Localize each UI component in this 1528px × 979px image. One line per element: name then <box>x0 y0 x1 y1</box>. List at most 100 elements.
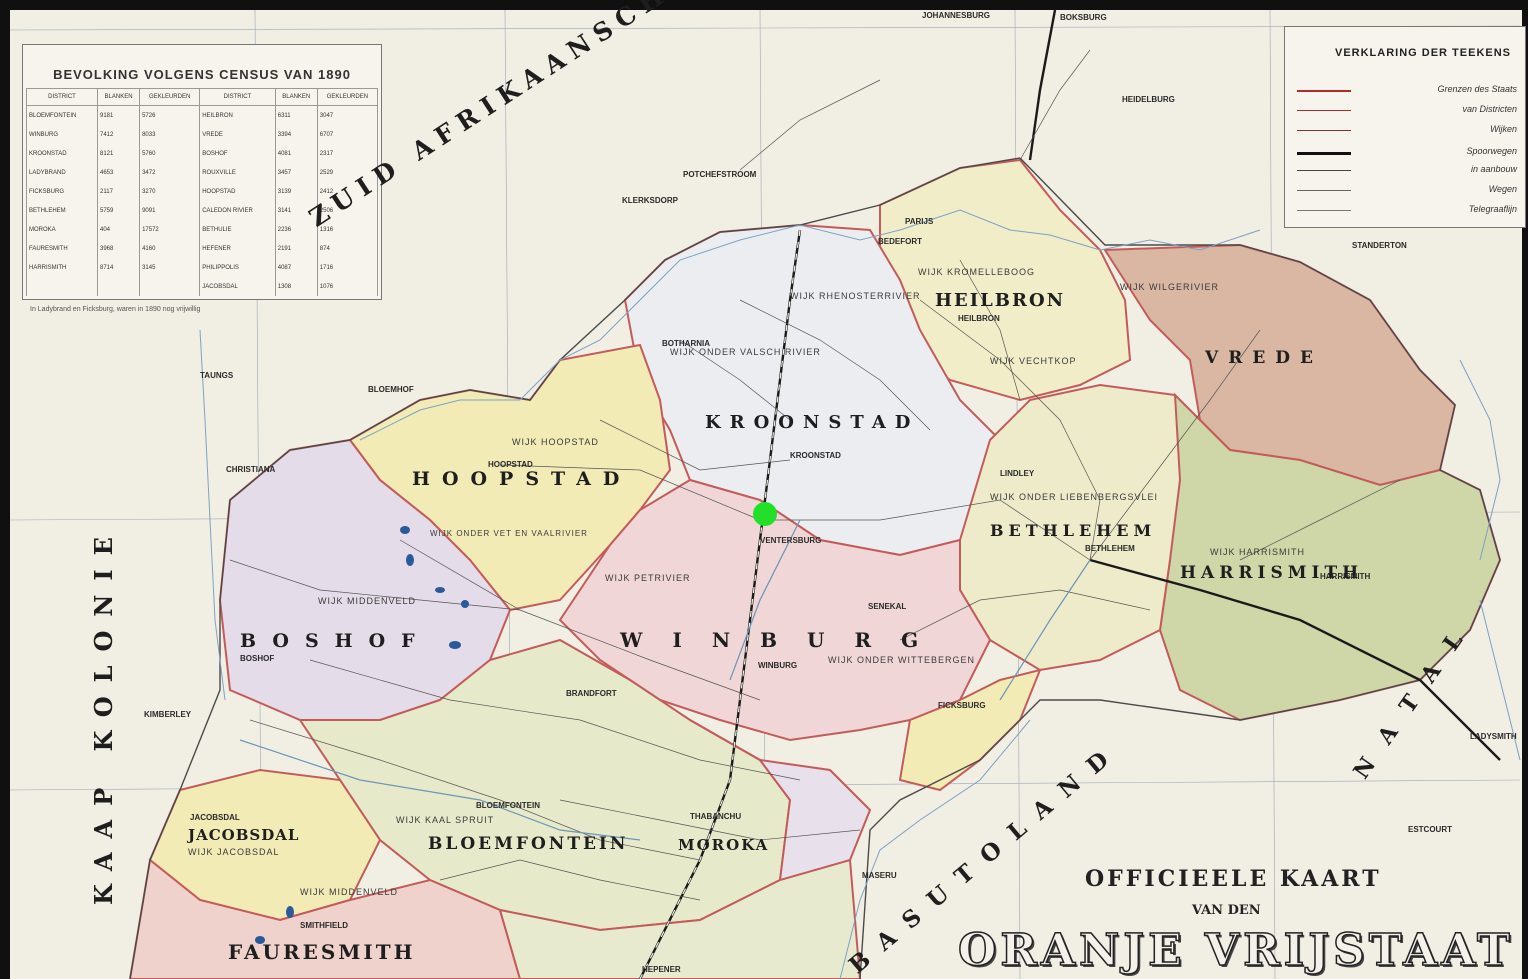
census-title: BEVOLKING VOLGENS CENSUS VAN 1890 <box>53 67 351 82</box>
town-label: FICKSBURG <box>938 701 986 710</box>
district-polygons <box>128 158 1502 979</box>
legend-item: van Districten <box>1297 103 1517 117</box>
legend-label: Wegen <box>1488 184 1517 194</box>
census-value <box>139 277 201 296</box>
district-label-boshof: BOSHOF <box>240 630 431 652</box>
census-value: 6311 <box>274 105 318 125</box>
legend-title: VERKLARING DER TEEKENS <box>1335 47 1512 59</box>
town-label: HARRISMITH <box>1320 572 1371 581</box>
census-value: 3968 <box>96 239 141 258</box>
census-note: In Ladybrand en Ficksburg, waren in 1890… <box>30 306 201 313</box>
census-district: BLOEMFONTEIN <box>26 105 98 125</box>
census-header-row: DISTRICT BLANKEN GEKLEURDEN DISTRICT BLA… <box>26 88 379 106</box>
census-value: 1308 <box>274 277 318 296</box>
census-district: HARRISMITH <box>26 258 98 277</box>
town-label: WINBURG <box>758 661 798 670</box>
census-district: LADYBRAND <box>26 163 98 182</box>
lakes <box>255 526 469 944</box>
wijk-label: WIJK ONDER LIEBENBERGSVLEI <box>990 492 1159 502</box>
town-label: MASERU <box>862 871 897 880</box>
legend-item: Telegraaflijn <box>1297 203 1517 217</box>
railway-ties <box>639 229 801 979</box>
town-label: SENEKAL <box>868 602 907 611</box>
town-label: BETHLEHEM <box>1085 544 1135 553</box>
town-label: HEPENER <box>642 965 681 974</box>
census-value: 8033 <box>139 125 201 144</box>
legend-item: Wegen <box>1297 183 1517 197</box>
census-district: WINBURG <box>26 125 98 144</box>
census-district: PHILIPPOLIS <box>199 258 276 277</box>
wijk-label: WIJK MIDDENVELD <box>300 887 399 897</box>
district-label-bloemfontein: BLOEMFONTEIN <box>428 834 629 854</box>
census-value: 4087 <box>274 258 318 277</box>
census-header: DISTRICT <box>26 88 98 106</box>
legend-swatch <box>1297 190 1351 191</box>
district-label-bethlehem: BETHLEHEM <box>990 521 1157 540</box>
district-label-heilbron: HEILBRON <box>935 290 1066 311</box>
legend-item: Grenzen des Staats <box>1297 83 1517 97</box>
census-value: 3139 <box>274 182 318 201</box>
census-district: BOSHOF <box>199 144 276 163</box>
town-label: BLOEMHOF <box>368 385 414 394</box>
legend-item: Spoorwegen <box>1297 145 1517 159</box>
census-value: 2236 <box>274 220 318 239</box>
location-marker[interactable] <box>753 502 777 526</box>
census-header: BLANKEN <box>274 88 318 106</box>
neighbor-rivers <box>1459 359 1521 761</box>
census-grid: DISTRICT BLANKEN GEKLEURDEN DISTRICT BLA… <box>26 88 379 296</box>
census-value: 5760 <box>139 144 201 163</box>
town-label: ESTCOURT <box>1408 825 1452 834</box>
census-district: VREDE <box>199 125 276 144</box>
town-label: JOHANNESBURG <box>922 11 991 20</box>
census-value: 2506 <box>316 201 379 220</box>
census-value: 9181 <box>96 105 141 125</box>
census-district: BETHLEHEM <box>26 201 98 220</box>
district-label-kroonstad: KROONSTAD <box>705 412 920 433</box>
census-table: BEVOLKING VOLGENS CENSUS VAN 1890 DISTRI… <box>22 44 382 300</box>
census-district: BETHULIE <box>199 220 276 239</box>
census-value: 9091 <box>139 201 201 220</box>
town-label: PARIJS <box>905 217 934 226</box>
wijk-label: WIJK HOOPSTAD <box>512 437 599 447</box>
census-district: HOOPSTAD <box>199 182 276 201</box>
district-label-moroka: MOROKA <box>678 836 770 854</box>
town-label: VENTERSBURG <box>760 536 822 545</box>
town-label: BRANDFORT <box>566 689 617 698</box>
map-title-line1: OFFICIEELE KAART <box>1085 866 1382 892</box>
district-label-winburg: WINBURG <box>620 628 949 652</box>
telegraph-lines <box>239 519 1091 841</box>
census-value: 17572 <box>139 220 201 239</box>
census-value <box>96 277 141 296</box>
town-label: BOSHOF <box>240 654 275 663</box>
district-boshof <box>218 438 512 721</box>
census-value: 4081 <box>274 144 318 163</box>
census-value: 874 <box>316 239 379 258</box>
town-label: BLOEMFONTEIN <box>476 801 540 810</box>
legend-swatch <box>1297 90 1351 92</box>
legend-box: VERKLARING DER TEEKENS Grenzen des Staat… <box>1284 26 1526 228</box>
census-value: 3047 <box>316 105 379 125</box>
census-value: 3457 <box>274 163 318 182</box>
census-value: 3472 <box>139 163 201 182</box>
census-value: 2191 <box>274 239 318 258</box>
town-label: SMITHFIELD <box>300 921 348 930</box>
roads <box>229 49 1401 901</box>
town-label: KIMBERLEY <box>144 710 192 719</box>
label-kaap-text: KAAP KOLONIE <box>89 523 118 905</box>
legend-swatch <box>1297 210 1351 211</box>
town-label: BOTHARNIA <box>662 339 710 348</box>
census-district: KROONSTAD <box>26 144 98 163</box>
town-label: HEILBRON <box>958 314 1000 323</box>
census-header: BLANKEN <box>96 88 141 106</box>
wijk-label: WIJK ONDER VALSCH RIVIER <box>670 347 821 357</box>
census-district <box>26 277 98 296</box>
